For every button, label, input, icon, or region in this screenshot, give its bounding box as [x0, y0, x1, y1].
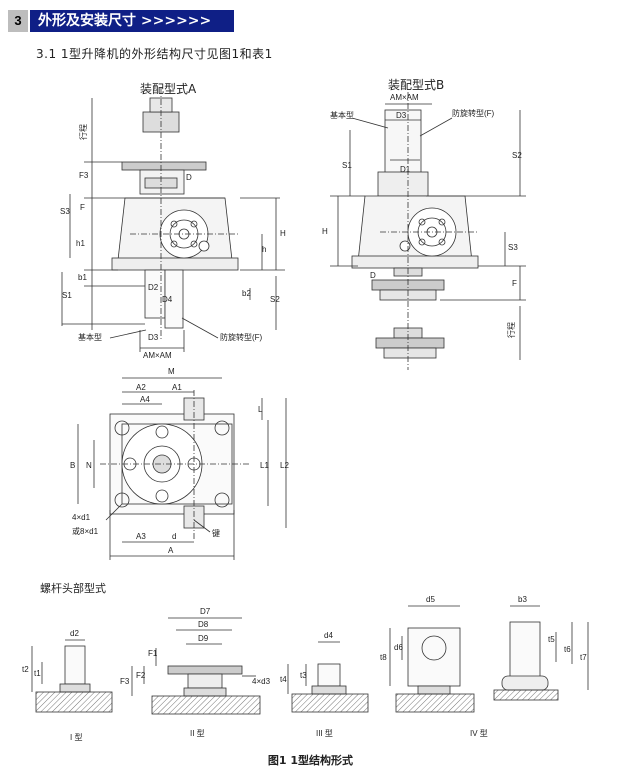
pl-l1: L1 [260, 461, 269, 470]
dimension-label: d6 [394, 643, 403, 652]
dimension-label: t2 [22, 665, 29, 674]
dimension-label: t8 [380, 653, 387, 662]
plan-drawing [77, 377, 287, 560]
view-a-drawing [61, 88, 285, 352]
view-b-drawing [330, 92, 526, 370]
vb-s2: S2 [512, 151, 522, 160]
plan-labels: M A2 A1 A4 L B N L1 L2 4×d1 或8×d1 A3 d 键… [70, 367, 289, 555]
pl-b: B [70, 461, 75, 470]
view-a-labels: 行程 F3 D S3 F H h1 h b1 S1 D2 D4 b2 S2 D3… [60, 124, 286, 360]
type-iii-label: III 型 [316, 729, 333, 738]
dimension-label: t4 [280, 675, 287, 684]
type-ii-label: II 型 [190, 729, 205, 738]
dimension-label: d2 [70, 629, 79, 638]
vb-d: D [370, 271, 376, 280]
va-d: D [186, 173, 192, 182]
vb-f: F [512, 279, 517, 288]
screw-head-labels: d2 t2 t1 I 型 D7 D8 D9 F1 F3 F2 4×d3 II 型… [22, 595, 587, 742]
pl-key: 键 [212, 528, 220, 538]
vb-s1: S1 [342, 161, 352, 170]
va-H: H [280, 229, 286, 238]
pl-l2: L2 [280, 461, 289, 470]
pl-d1: 4×d1 [72, 513, 91, 522]
dimension-label: 4×d3 [252, 677, 271, 686]
dimension-label: d5 [426, 595, 435, 604]
va-h: h [262, 245, 266, 254]
type-i-label: I 型 [70, 733, 82, 742]
dimension-label: t7 [580, 653, 587, 662]
vb-d1: D1 [400, 165, 411, 174]
screw-head-iv [389, 605, 589, 713]
pl-a3: A3 [136, 532, 146, 541]
va-s3: S3 [60, 207, 70, 216]
screw-head-i [31, 639, 113, 713]
section-title: 外形及安装尺寸 >>>>>> [30, 10, 234, 32]
dimension-label: F3 [120, 677, 130, 686]
dimension-label: d4 [324, 631, 333, 640]
screw-head-iii [287, 641, 369, 713]
pl-a2: A2 [136, 383, 146, 392]
subtitle: 3.1 1型升降机的外形结构尺寸见图1和表1 [36, 47, 273, 61]
pl-l: L [258, 405, 263, 414]
vb-base: 基本型 [330, 110, 354, 120]
va-d4: D4 [162, 295, 173, 304]
pl-a: A [168, 546, 174, 555]
va-h1: h1 [76, 239, 85, 248]
va-d3: D3 [148, 333, 159, 342]
vb-amxam: AM×AM [390, 93, 419, 102]
va-d2: D2 [148, 283, 159, 292]
vb-stroke: 行程 [506, 322, 516, 338]
vb-s3: S3 [508, 243, 518, 252]
pl-a4: A4 [140, 395, 150, 404]
view-b-title: 装配型式B [388, 78, 445, 92]
va-b2: b2 [242, 289, 251, 298]
dimension-label: D7 [200, 607, 211, 616]
pl-d1alt: 或8×d1 [72, 526, 99, 536]
type-iv-label: IV 型 [470, 729, 488, 738]
pl-m: M [168, 367, 175, 376]
dimension-label: t5 [548, 635, 555, 644]
vb-anti: 防旋转型(F) [452, 108, 495, 118]
dimension-label: D9 [198, 634, 209, 643]
dimension-label: D8 [198, 620, 209, 629]
va-s2: S2 [270, 295, 280, 304]
va-stroke: 行程 [78, 124, 88, 140]
figure-caption: 图1 1型结构形式 [267, 754, 354, 767]
pl-d: d [172, 532, 176, 541]
dimension-label: t1 [34, 669, 41, 678]
dimension-label: F2 [136, 671, 146, 680]
va-f: F [80, 203, 85, 212]
va-base: 基本型 [78, 332, 102, 342]
va-f3: F3 [79, 171, 89, 180]
dimension-label: t6 [564, 645, 571, 654]
screw-heads-title: 螺杆头部型式 [40, 582, 106, 595]
vb-d3: D3 [396, 111, 407, 120]
va-anti: 防旋转型(F) [220, 332, 263, 342]
va-amxam: AM×AM [143, 351, 172, 360]
dimension-label: t3 [300, 671, 307, 680]
vb-h: H [322, 227, 328, 236]
va-s1: S1 [62, 291, 72, 300]
screw-head-ii [131, 617, 261, 715]
dimension-label: F1 [148, 649, 158, 658]
view-b-labels: AM×AM 基本型 D3 防旋转型(F) S1 D1 S2 H S3 D F 行… [322, 93, 522, 338]
section-number: 3 [8, 10, 28, 32]
dimension-label: b3 [518, 595, 527, 604]
section-header: 3 外形及安装尺寸 >>>>>> [8, 10, 234, 32]
pl-a1: A1 [172, 383, 182, 392]
view-a-title: 装配型式A [140, 82, 197, 96]
va-b1: b1 [78, 273, 87, 282]
pl-n: N [86, 461, 92, 470]
